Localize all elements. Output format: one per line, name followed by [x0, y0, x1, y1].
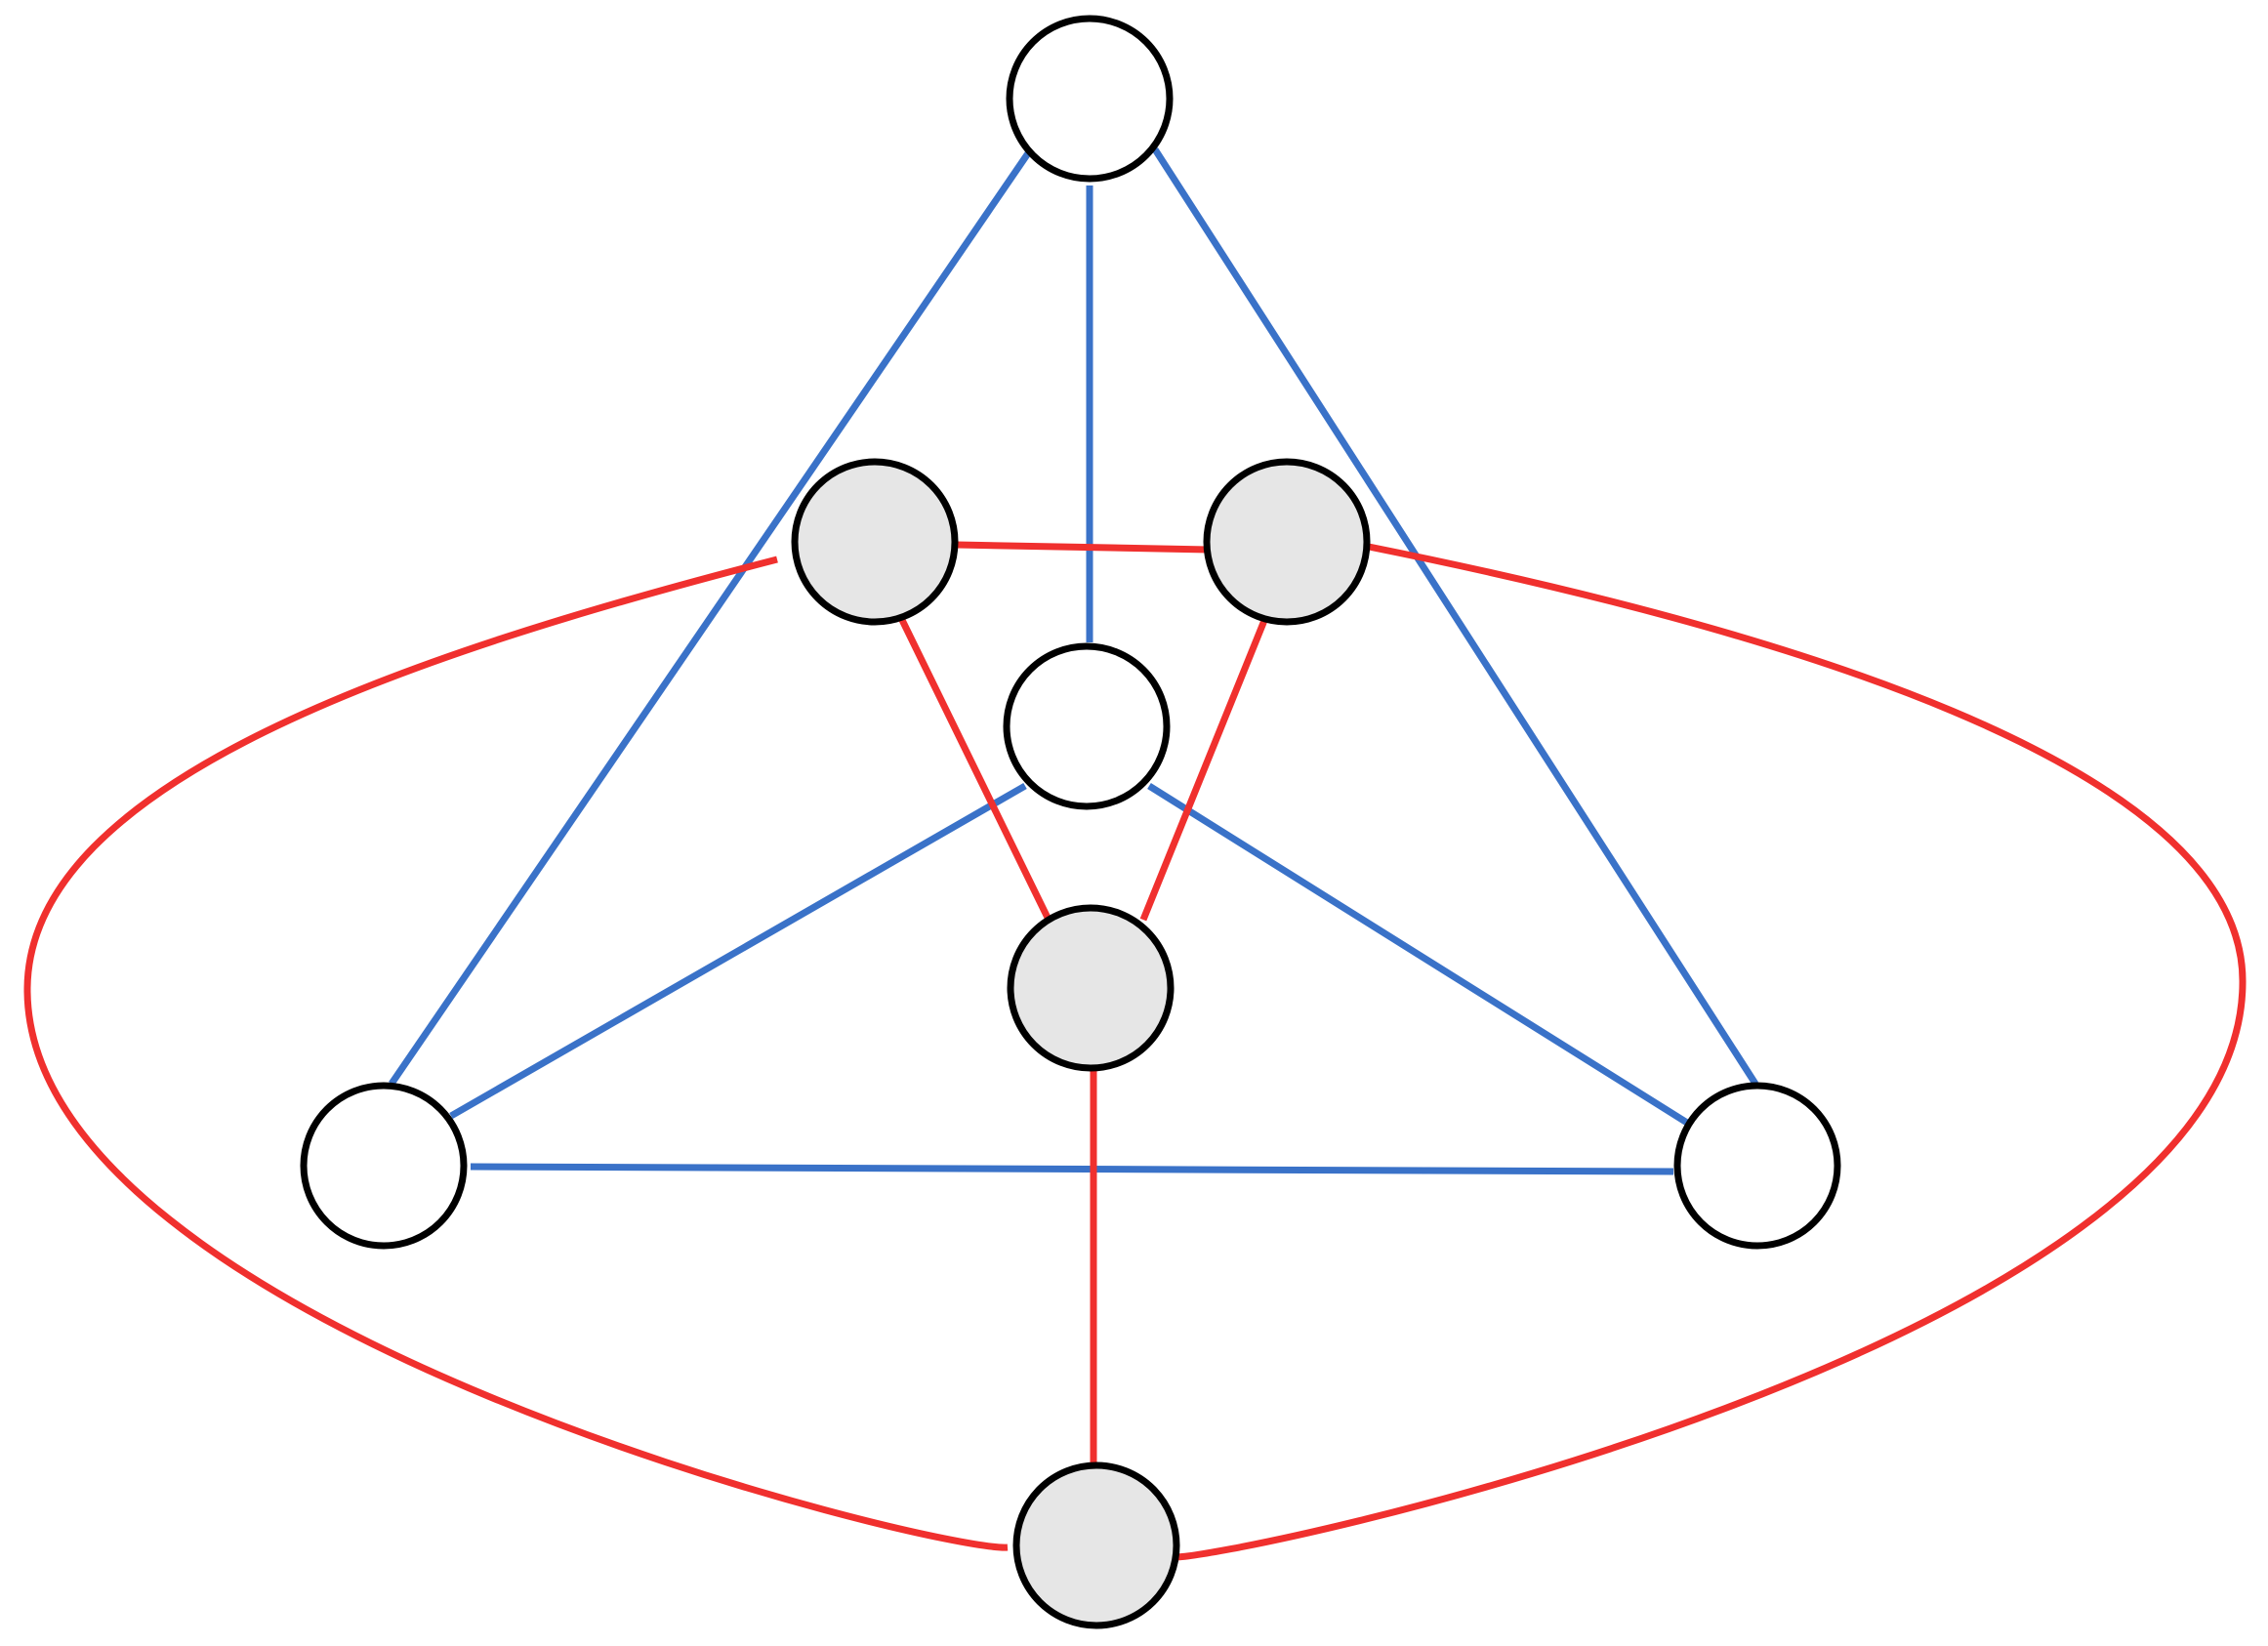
edge-upper-left-to-middle	[897, 616, 1052, 922]
nodes-layer	[300, 15, 1841, 1629]
edge-upper-left-to-upper-right	[956, 541, 1210, 554]
node-bottom	[1012, 1461, 1180, 1629]
node-bottom-left	[300, 1082, 468, 1250]
edge-center-to-bottom-right	[1147, 783, 1689, 1126]
node-center	[1003, 642, 1171, 810]
edges-layer	[23, 147, 2247, 1561]
node-upper-right	[1203, 458, 1371, 626]
edge-upper-left-to-bottom-curved	[23, 556, 1009, 1551]
edge-upper-right-to-bottom-curved	[1171, 543, 2247, 1561]
node-middle	[1007, 904, 1175, 1072]
node-upper-left	[791, 458, 959, 626]
node-bottom-right	[1673, 1082, 1841, 1250]
edge-top-to-bottom-left	[389, 151, 1031, 1086]
edge-center-to-bottom-left	[449, 782, 1027, 1120]
edge-bottom-left-to-bottom-right	[470, 1163, 1674, 1175]
node-top	[1006, 15, 1174, 183]
edge-upper-right-to-middle	[1139, 616, 1269, 922]
edge-top-to-bottom-right	[1152, 147, 1758, 1086]
